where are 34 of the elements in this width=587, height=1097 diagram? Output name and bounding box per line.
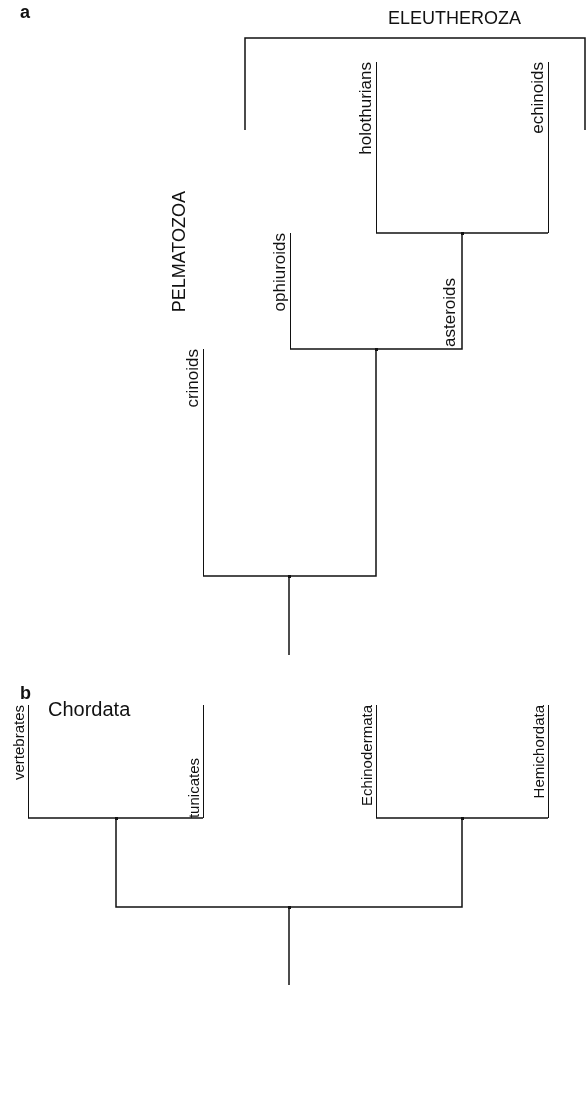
taxon-label: vertebrates bbox=[8, 705, 29, 818]
branch-line bbox=[461, 817, 549, 819]
branch-point bbox=[287, 905, 291, 909]
panel-letter: a bbox=[20, 2, 30, 23]
edge-label: asteroids bbox=[441, 278, 460, 347]
taxon-label: tunicates bbox=[183, 705, 204, 818]
branch-line bbox=[375, 232, 463, 350]
branch-point bbox=[460, 816, 464, 820]
taxon-label: Echinodermata bbox=[356, 705, 377, 818]
taxon-label: holothurians bbox=[353, 62, 377, 233]
branch-point bbox=[460, 231, 464, 235]
branch-line bbox=[27, 817, 117, 819]
branch-line bbox=[288, 906, 290, 986]
branch-line bbox=[461, 232, 549, 234]
branch-line bbox=[288, 575, 290, 656]
taxon-label: Hemichordata bbox=[528, 705, 549, 818]
branch-line bbox=[202, 575, 290, 577]
branch-line bbox=[288, 817, 463, 908]
taxon-label: echinoids bbox=[525, 62, 549, 233]
branch-point bbox=[374, 347, 378, 351]
branch-line bbox=[289, 348, 377, 350]
branch-line bbox=[115, 817, 290, 908]
taxon-label: crinoids bbox=[180, 349, 204, 576]
taxon-label: ophiuroids bbox=[267, 233, 291, 349]
panel-letter: b bbox=[20, 683, 31, 704]
branch-line bbox=[375, 817, 463, 819]
branch-line bbox=[375, 232, 463, 234]
branch-line bbox=[288, 348, 377, 577]
group-label: Chordata bbox=[48, 698, 131, 721]
branch-point bbox=[114, 816, 118, 820]
group-label: ELEUTHEROZA bbox=[388, 8, 522, 29]
branch-line bbox=[115, 817, 204, 819]
group-label: PELMATOZOA bbox=[170, 191, 190, 313]
branch-point bbox=[287, 574, 291, 578]
